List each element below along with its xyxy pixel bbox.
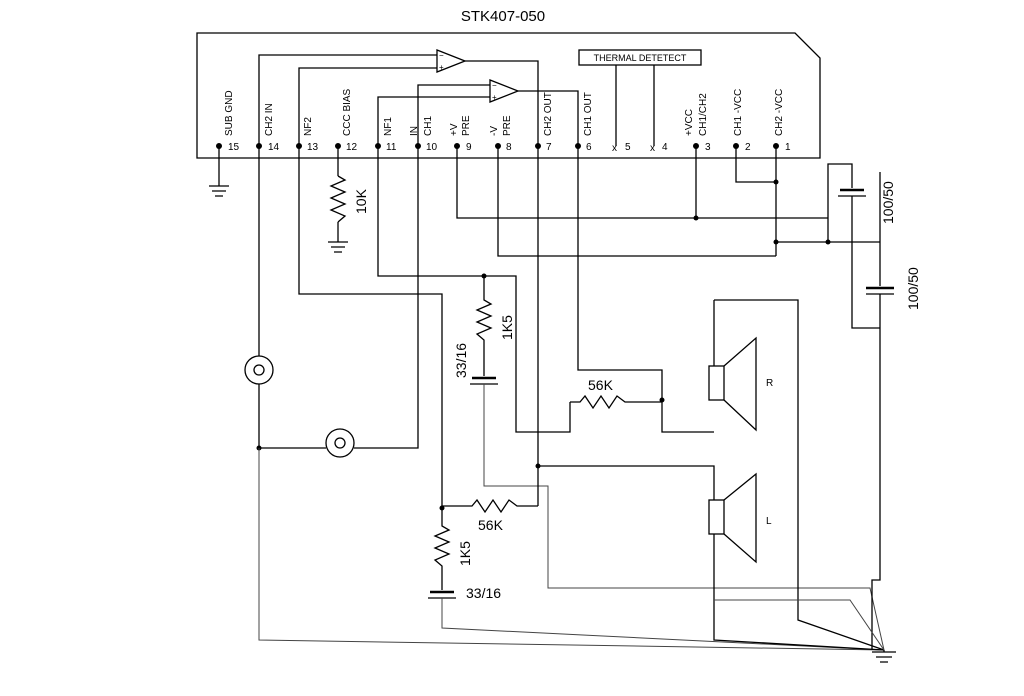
pin-num-4: 4 xyxy=(662,142,668,153)
pin-label-ch1-vcc: CH1 -VCC xyxy=(733,89,744,136)
pin-label-sub-gnd: SUB GND xyxy=(224,90,235,136)
cap-ch1-to-gnd xyxy=(483,384,885,651)
opamp-ch2 xyxy=(436,49,467,73)
resistor-10k xyxy=(329,175,347,223)
nf1-to-fb xyxy=(484,275,538,433)
pin-labels: SUB GND CH2 IN NF2 CCC BIAS NF1 IN CH1 +… xyxy=(224,88,785,136)
opamp-ch2-minus: − xyxy=(439,51,444,60)
pin-num-10: 10 xyxy=(426,142,438,153)
thermal-box xyxy=(578,49,702,66)
nf2-wire xyxy=(298,146,443,508)
chip-title: STK407-050 xyxy=(461,8,545,25)
pin-label-pre-8: PRE xyxy=(502,115,513,136)
ic-outline xyxy=(196,32,821,159)
ch2-input-jack-icon xyxy=(244,355,274,385)
thermal-label: THERMAL DETETECT xyxy=(594,53,687,63)
pin-label-minus-v: -V xyxy=(489,126,500,136)
pin-label-ch2-in: CH2 IN xyxy=(264,103,275,136)
pin-label-ccc-bias: CCC BIAS xyxy=(342,88,353,136)
c-nf1-label: 33/16 xyxy=(453,343,469,378)
supply-box xyxy=(851,206,880,329)
plus-v-pre-wire xyxy=(456,146,828,219)
pin-label-ch1-ch2: CH1/CH2 xyxy=(698,93,709,136)
pin-label-pre-9: PRE xyxy=(461,115,472,136)
ch1-vcc-wire xyxy=(735,146,776,183)
r-nf2-label: 1K5 xyxy=(457,541,473,566)
pin-label-ch2-vcc: CH2 -VCC xyxy=(774,89,785,136)
cap-ch2-to-gnd xyxy=(441,598,885,651)
junction-dot xyxy=(773,179,779,185)
pin-label-nf1: NF1 xyxy=(383,117,394,136)
pin-label-ch1-out: CH1 OUT xyxy=(583,92,594,136)
pin-label-ch2-out: CH2 OUT xyxy=(543,92,554,136)
pin-num-7: 7 xyxy=(546,142,552,153)
ground-icon xyxy=(209,185,229,197)
pin-label-nf2: NF2 xyxy=(303,117,314,136)
speaker-right-label: R xyxy=(766,378,773,389)
resistor-56k-ch2 xyxy=(442,498,538,514)
int-ch2-in xyxy=(258,54,437,146)
pin-num-6: 6 xyxy=(586,142,592,153)
speaker-right-icon xyxy=(708,336,757,432)
opamp-ch1-minus: − xyxy=(492,81,497,90)
main-gnd-return xyxy=(871,328,881,650)
fb1-left xyxy=(538,402,571,433)
thermal-x4: x xyxy=(650,143,655,154)
r-fb2-label: 56K xyxy=(478,517,504,533)
nf1-wire xyxy=(377,146,484,277)
pin-num-8: 8 xyxy=(506,142,512,153)
pin-num-9: 9 xyxy=(466,142,472,153)
pin-num-13: 13 xyxy=(307,142,319,153)
r-fb1-label: 56K xyxy=(588,377,614,393)
ground-icon xyxy=(328,241,348,253)
gnd-return-left xyxy=(258,448,885,651)
pin-num-14: 14 xyxy=(268,142,280,153)
c-supply2-label: 100/50 xyxy=(905,267,921,310)
pin-num-3: 3 xyxy=(705,142,711,153)
ch2-out-to-spk xyxy=(538,465,715,500)
junction-dot xyxy=(659,397,665,403)
resistor-56k-ch1 xyxy=(570,394,662,410)
pin-num-5: 5 xyxy=(625,142,631,153)
pin-num-11: 11 xyxy=(386,142,397,153)
ch1-in-wire xyxy=(354,146,419,449)
opamp-ch2-plus: + xyxy=(439,63,444,72)
thermal-x5: x xyxy=(612,143,617,154)
int-nf2 xyxy=(298,67,437,146)
ch1-out-wire xyxy=(577,146,663,402)
c-nf2-label: 33/16 xyxy=(466,585,501,601)
ch1-input-jack-icon xyxy=(325,428,355,458)
int-ch2-out xyxy=(465,60,539,146)
r-bias-label: 10K xyxy=(353,188,369,214)
pin-num-15: 15 xyxy=(228,142,240,153)
resistor-1k5-ch1 xyxy=(475,276,493,376)
pin-num-2: 2 xyxy=(745,142,751,153)
int-nf1 xyxy=(377,96,490,146)
minus-v-pre-wire xyxy=(497,146,776,257)
pin-num-1: 1 xyxy=(785,142,791,153)
pin-label-ch1: CH1 xyxy=(423,116,434,136)
ground-icon xyxy=(872,650,896,663)
int-ch1-out xyxy=(518,90,579,146)
pin-label-plus-v: +V xyxy=(449,123,460,136)
opamp-ch1-plus: + xyxy=(492,93,497,102)
speaker-frame xyxy=(714,299,885,651)
opamp-ch1 xyxy=(489,79,520,103)
ch1-out-to-spk xyxy=(661,402,714,433)
resistor-1k5-ch2 xyxy=(433,508,451,590)
speaker-left-label: L xyxy=(766,516,772,527)
supply-cap1-wire xyxy=(827,163,853,242)
speaker-frame-left-2 xyxy=(713,534,885,651)
pin-numbers: 15 14 13 12 11 10 9 8 7 6 5 4 3 2 1 xyxy=(228,142,791,153)
pin-num-12: 12 xyxy=(346,142,358,153)
pin-label-in: IN xyxy=(409,126,420,136)
speaker-left-icon xyxy=(708,472,757,564)
c-supply1-label: 100/50 xyxy=(880,181,896,224)
r-nf1-label: 1K5 xyxy=(499,315,515,340)
int-ch1-in xyxy=(417,84,490,146)
pin-label-plus-vcc: +VCC xyxy=(684,109,695,136)
gnd-fan-1 xyxy=(714,599,885,651)
